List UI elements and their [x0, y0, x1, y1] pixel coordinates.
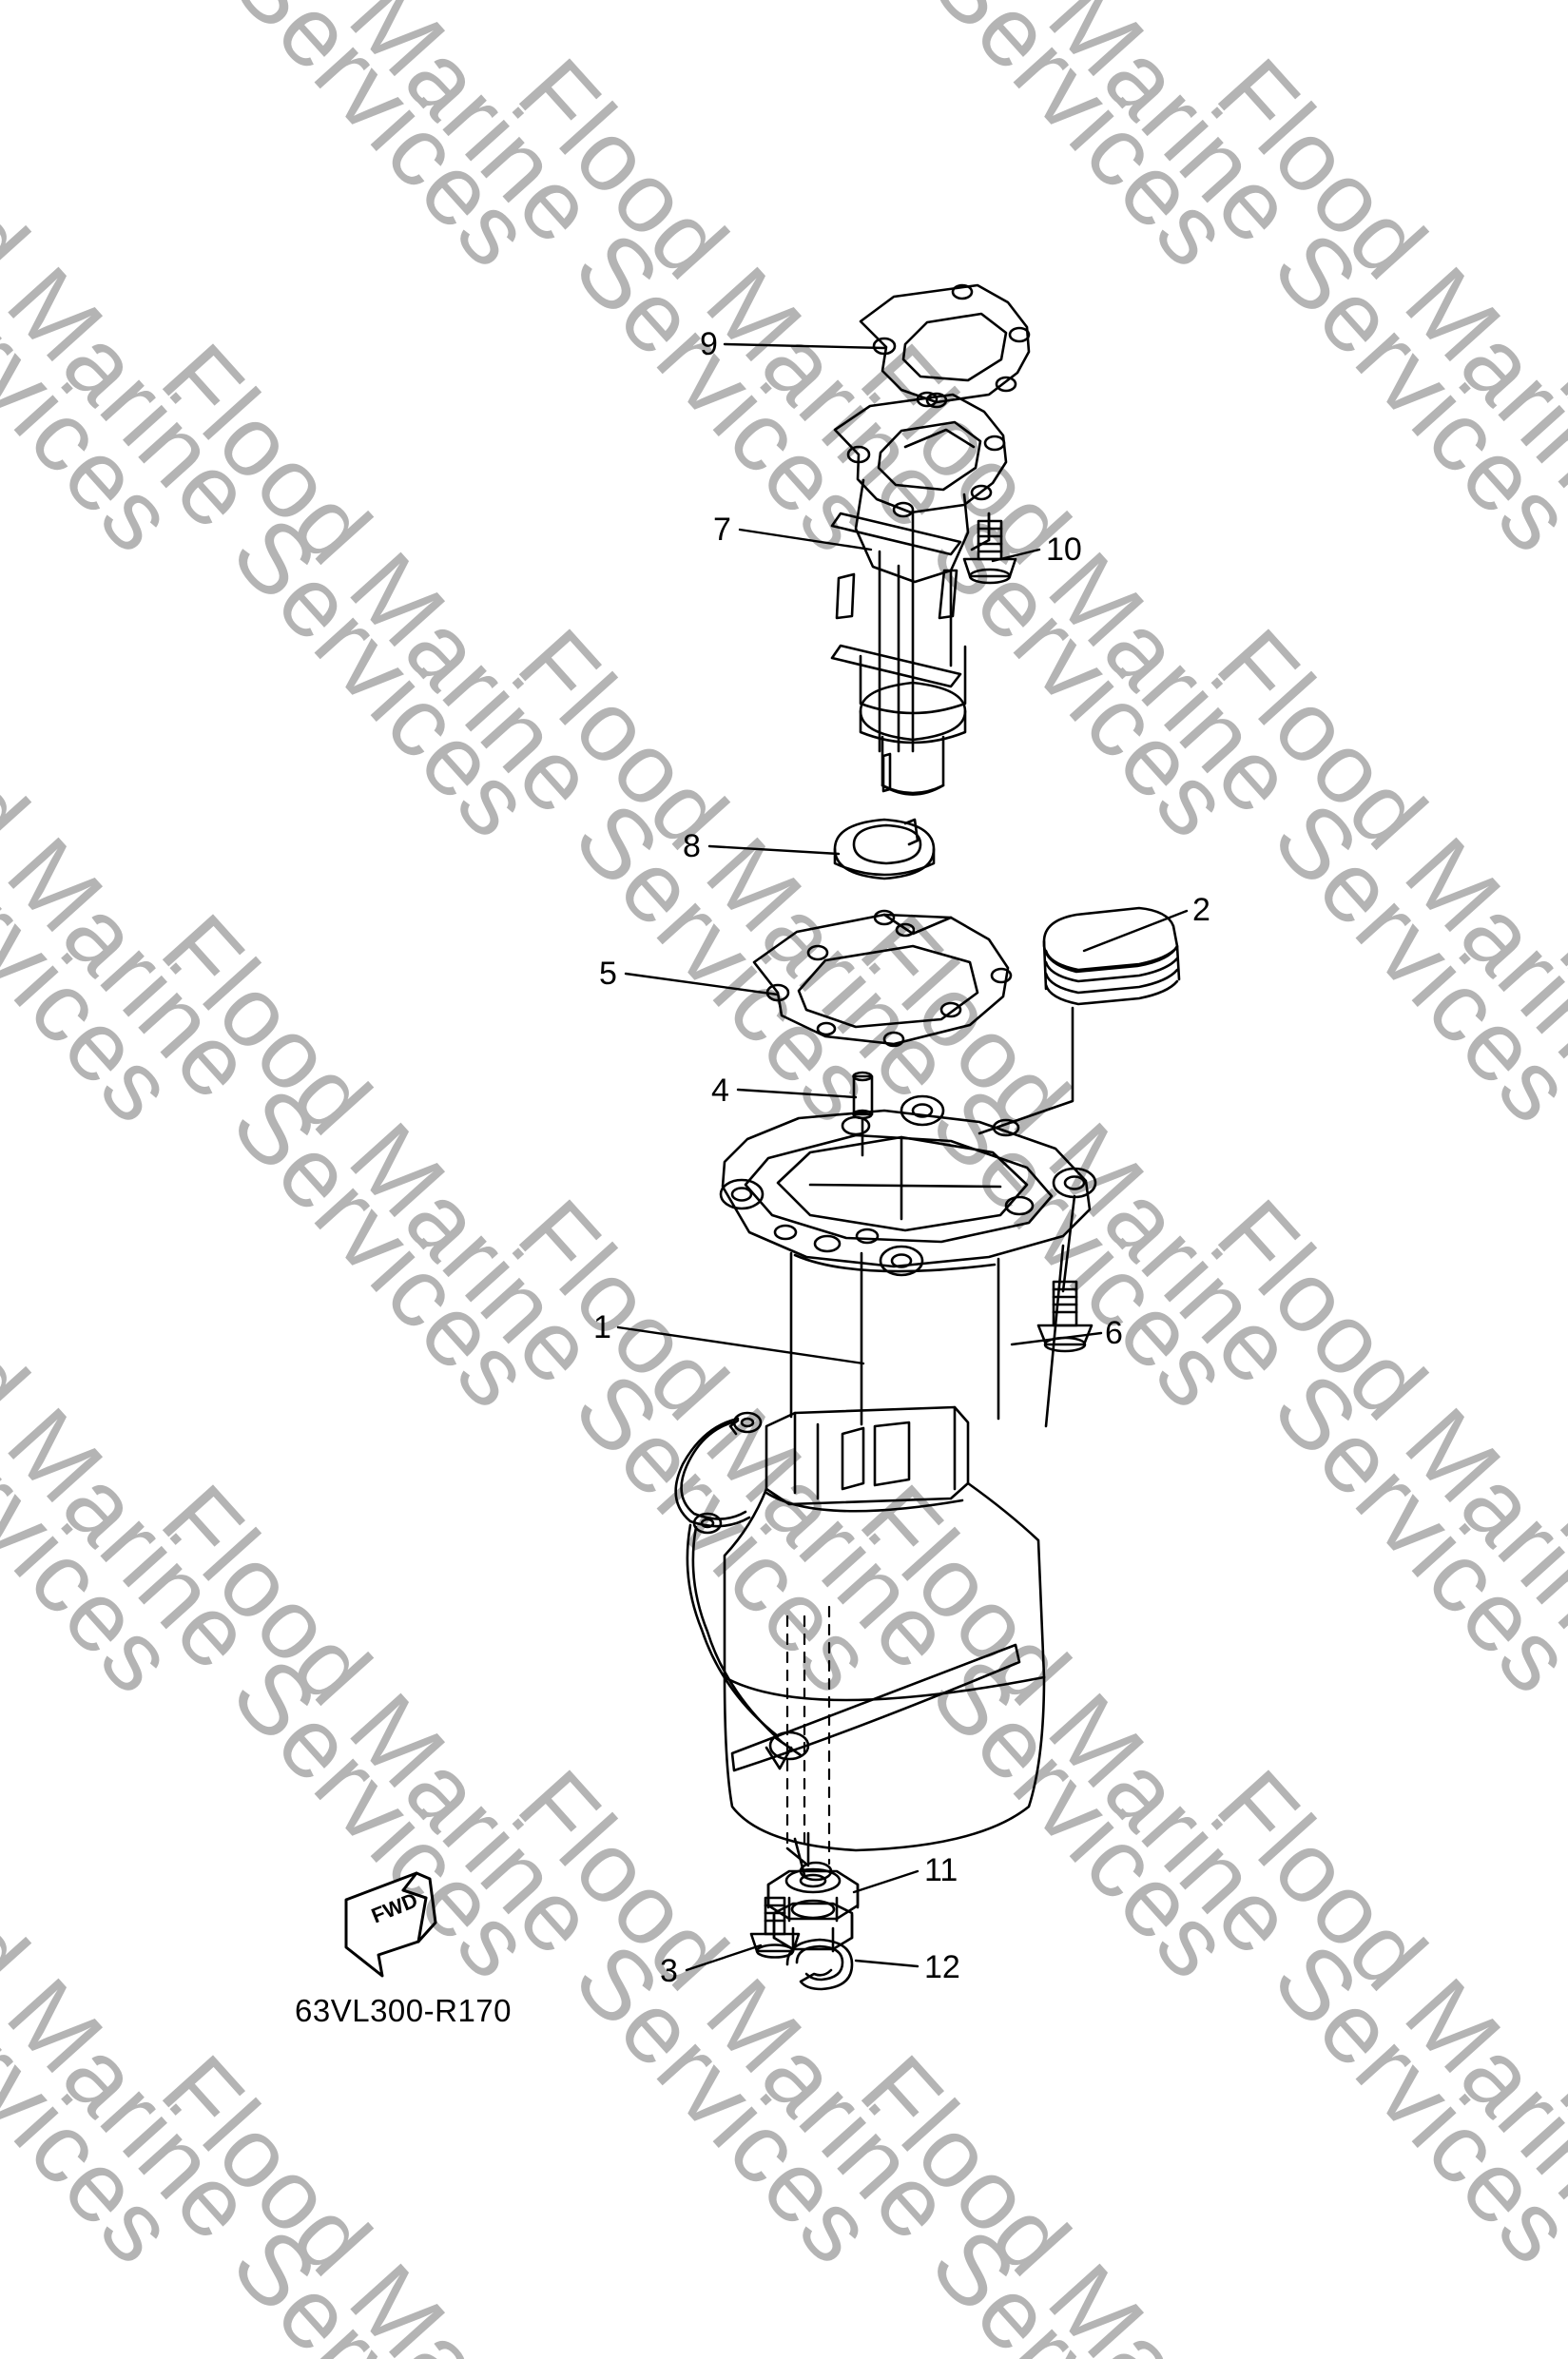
- fwd-arrow-label: FWD: [367, 1887, 421, 1928]
- part-bolt-lower: [749, 1896, 801, 1959]
- callout-label-12: 12: [924, 1949, 960, 1985]
- callout-label-9: 9: [700, 326, 718, 362]
- callout-label-7: 7: [713, 512, 731, 548]
- callout-label-10: 10: [1046, 532, 1082, 568]
- part-bushing-nut: [766, 1831, 860, 1953]
- diagram-code: 63VL300-R170: [295, 1993, 513, 2028]
- part-gasket-upper: [859, 283, 1031, 408]
- fwd-arrow-icon: [344, 1871, 437, 1978]
- part-exhaust-seal: [833, 818, 936, 880]
- part-retaining-clip: [785, 1938, 854, 1991]
- part-exhaust-tube: [830, 392, 1008, 796]
- callout-label-11: 11: [924, 1852, 958, 1888]
- callout-leaders: [616, 342, 1189, 1972]
- callout-label-8: 8: [683, 828, 701, 864]
- part-shim-stack: [978, 906, 1181, 1135]
- callout-label-6: 6: [1105, 1315, 1123, 1351]
- callout-label-4: 4: [711, 1073, 729, 1109]
- callout-label-2: 2: [1192, 892, 1210, 928]
- part-upper-casing: [674, 1094, 1097, 1882]
- callout-label-5: 5: [599, 956, 617, 992]
- callout-label-3: 3: [660, 1953, 678, 1989]
- callout-label-1: 1: [593, 1309, 611, 1345]
